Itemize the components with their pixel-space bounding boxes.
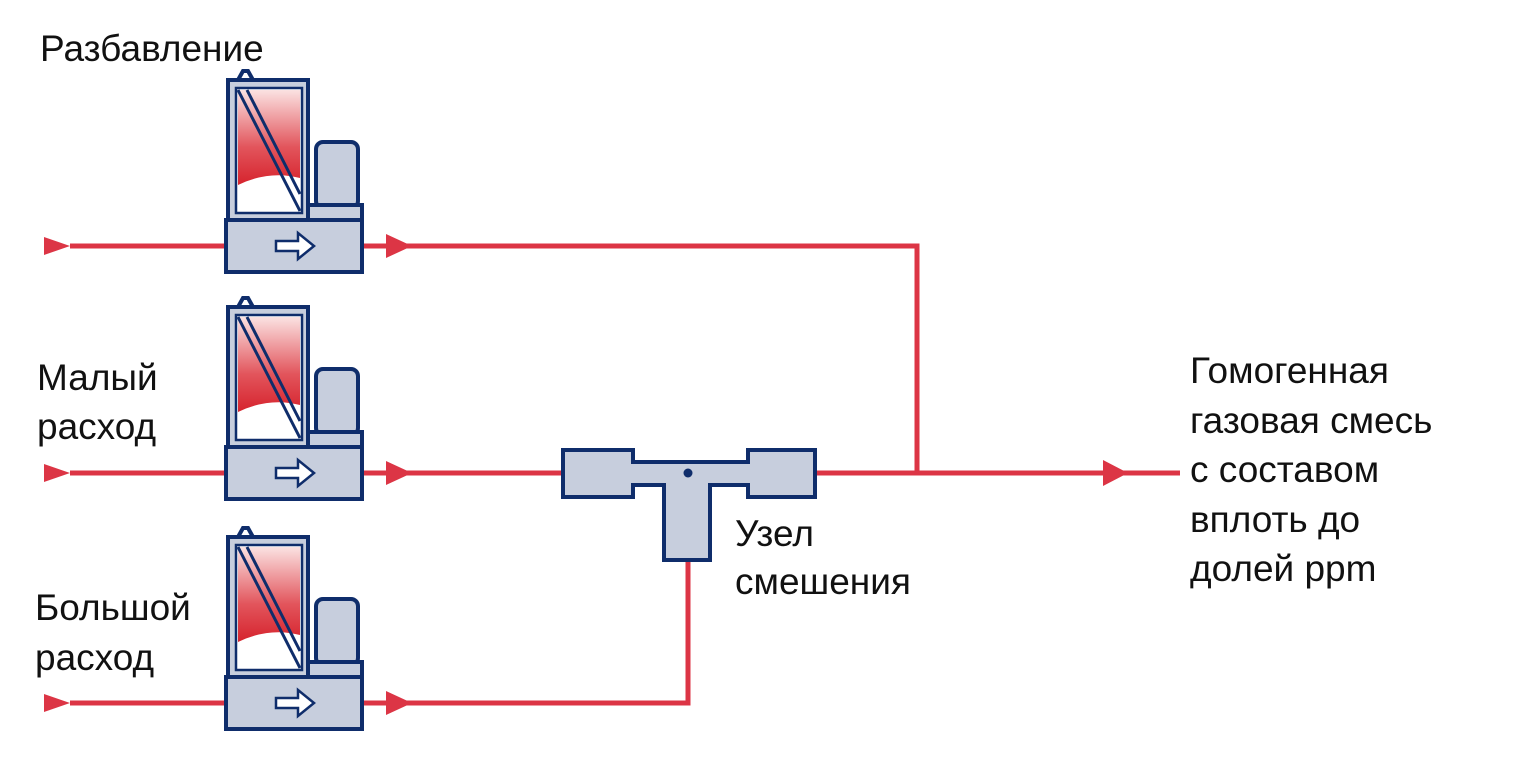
mass-flow-controller-icon bbox=[224, 296, 364, 501]
flow-arrow-icon bbox=[386, 691, 412, 715]
mass-flow-controller-icon bbox=[224, 526, 364, 731]
flow-arrow-icon bbox=[386, 234, 412, 258]
label-high-flow-line-1: Большой bbox=[35, 587, 191, 628]
label-output-line-4: вплоть до bbox=[1190, 499, 1361, 540]
label-output-line-5: долей ppm bbox=[1190, 548, 1377, 589]
label-output-line-1: Гомогенная bbox=[1190, 350, 1389, 391]
label-low-flow-line-2: расход bbox=[37, 406, 157, 447]
label-mixing-node-line-1: Узел bbox=[735, 513, 814, 554]
mass-flow-controller-icon bbox=[224, 69, 364, 274]
mixing-tee-icon bbox=[561, 448, 817, 562]
label-output-line-3: с составом bbox=[1190, 449, 1380, 490]
label-high-flow-line-2: расход bbox=[35, 637, 155, 678]
flow-arrow-icon bbox=[386, 461, 412, 485]
inlet-arrow-icon bbox=[44, 464, 70, 482]
pipe-high-flow bbox=[70, 560, 691, 706]
label-dilution: Разбавление bbox=[40, 28, 264, 69]
output-arrow-icon bbox=[1103, 460, 1128, 486]
inlet-arrow-icon bbox=[44, 694, 70, 712]
label-mixing-node-line-2: смешения bbox=[735, 561, 911, 602]
label-low-flow-line-1: Малый bbox=[37, 357, 158, 398]
pipe-dilution bbox=[70, 243, 920, 473]
inlet-arrow-icon bbox=[44, 237, 70, 255]
label-output-line-2: газовая смесь bbox=[1190, 400, 1433, 441]
